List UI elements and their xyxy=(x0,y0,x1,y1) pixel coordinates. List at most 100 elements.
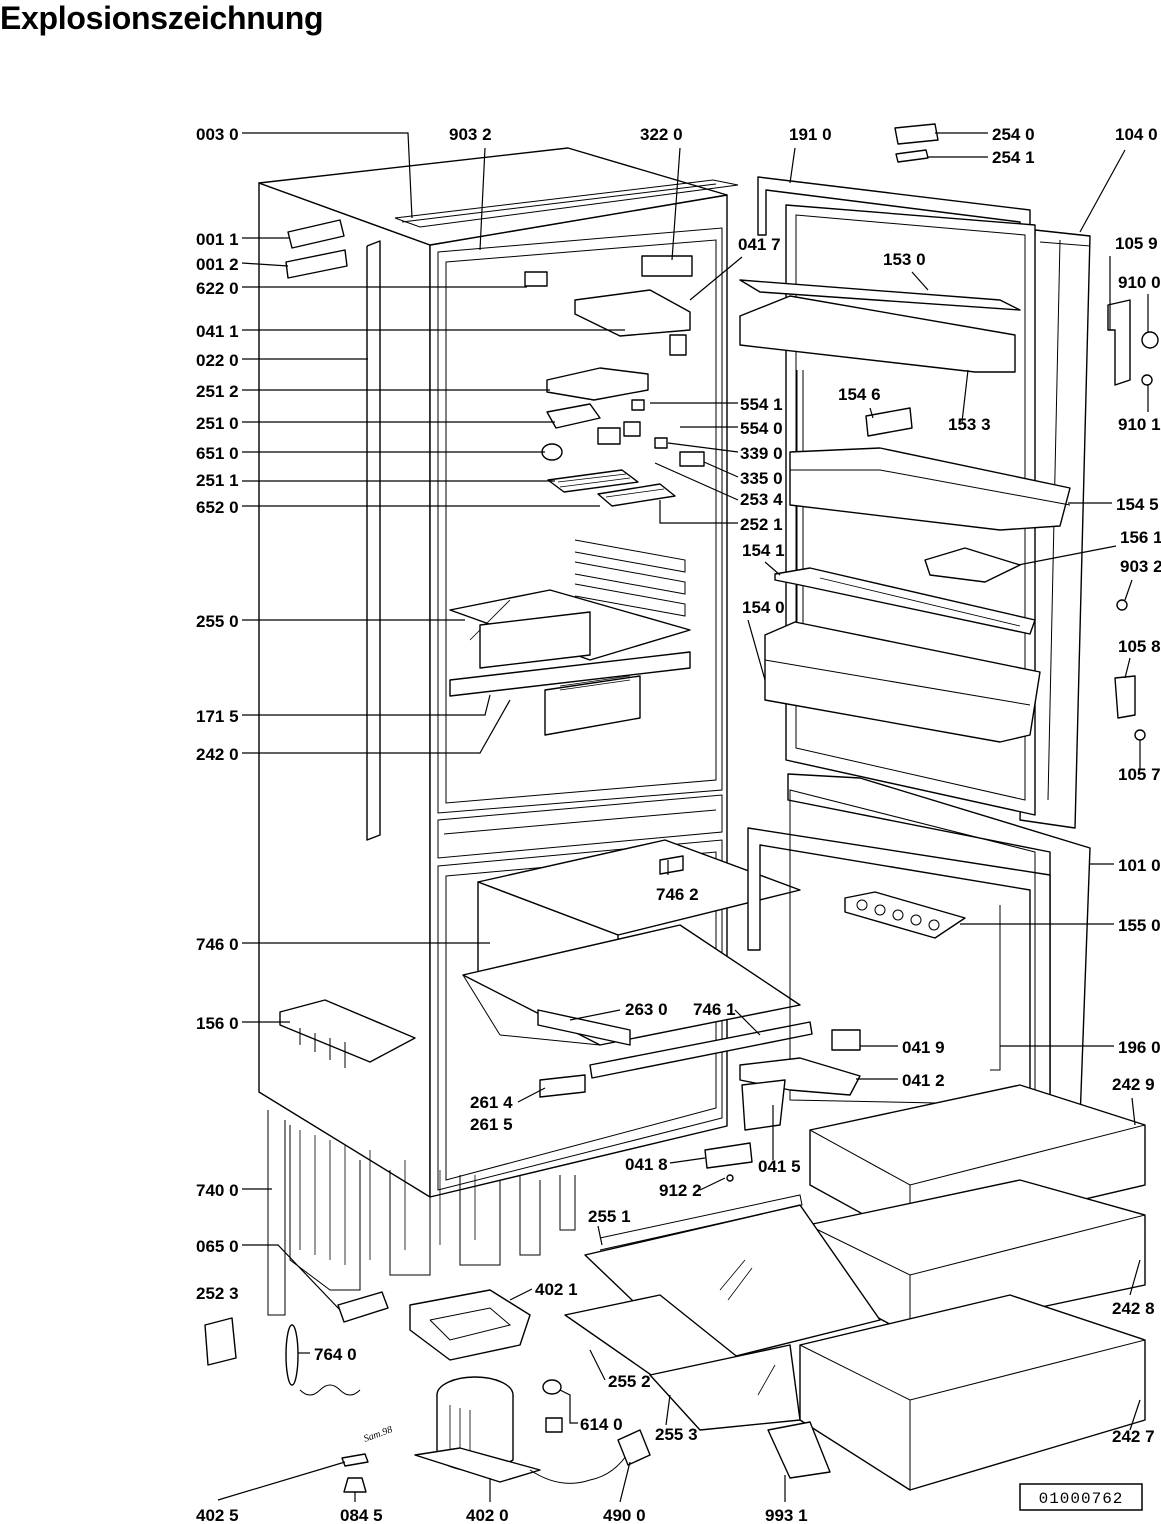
machine-components xyxy=(204,999,651,1493)
part-label-0419: 041 9 xyxy=(902,1038,945,1057)
part-label-1059: 105 9 xyxy=(1115,234,1158,253)
part-label-2429: 242 9 xyxy=(1112,1075,1155,1094)
part-label-4900: 490 0 xyxy=(603,1506,646,1524)
leader-line-1546 xyxy=(869,407,874,419)
leader-line-0417 xyxy=(689,256,743,301)
part-label-2615: 261 5 xyxy=(470,1115,513,1134)
part-label-2427: 242 7 xyxy=(1112,1427,1155,1446)
part-label-2541: 254 1 xyxy=(992,148,1035,167)
leader-line-1910 xyxy=(789,147,796,184)
part-label-1715: 171 5 xyxy=(196,707,239,726)
leader-line-2552 xyxy=(589,1349,606,1381)
part-label-2521: 252 1 xyxy=(740,515,783,534)
leader-line-7461 xyxy=(734,1009,761,1036)
leader-line-9032b xyxy=(1124,579,1133,601)
part-label-9032a: 903 2 xyxy=(449,125,492,144)
part-label-4021: 402 1 xyxy=(535,1280,578,1299)
leader-line-4021 xyxy=(509,1288,533,1301)
part-label-2614: 261 4 xyxy=(470,1093,513,1112)
part-label-1561: 156 1 xyxy=(1120,528,1161,547)
part-label-2540: 254 0 xyxy=(992,125,1035,144)
leader-line-1540 xyxy=(747,619,766,681)
leader-line-1530 xyxy=(911,271,929,291)
leader-line-3350 xyxy=(703,461,739,478)
part-label-2523: 252 3 xyxy=(196,1284,239,1303)
leader-line-1541 xyxy=(764,561,781,576)
part-label-2534: 253 4 xyxy=(740,490,783,509)
part-label-7640: 764 0 xyxy=(314,1345,357,1364)
part-label-9122: 912 2 xyxy=(659,1181,702,1200)
part-label-0650: 065 0 xyxy=(196,1237,239,1256)
leader-line-0418 xyxy=(669,1157,706,1164)
leader-line-6140 xyxy=(559,1389,578,1424)
part-label-0030: 003 0 xyxy=(196,125,239,144)
part-label-0417: 041 7 xyxy=(738,235,781,254)
part-label-1960: 196 0 xyxy=(1118,1038,1161,1057)
drawing-signature: Sam.98 xyxy=(362,1424,394,1445)
leader-line-1561 xyxy=(1017,545,1117,566)
leader-line-2630 xyxy=(569,1009,621,1021)
part-label-1058: 105 8 xyxy=(1118,637,1161,656)
part-label-0415: 041 5 xyxy=(758,1157,801,1176)
leader-line-2553 xyxy=(665,1394,671,1426)
top-components xyxy=(285,219,705,507)
part-label-9100: 910 0 xyxy=(1118,273,1161,292)
part-label-7460: 746 0 xyxy=(196,935,239,954)
part-label-1533: 153 3 xyxy=(948,415,991,434)
part-label-1546: 154 6 xyxy=(838,385,881,404)
leader-line-9032a xyxy=(479,147,486,251)
part-label-9931: 993 1 xyxy=(765,1506,808,1524)
leader-lines xyxy=(217,132,1149,1503)
part-label-7400: 740 0 xyxy=(196,1181,239,1200)
part-label-1545: 154 5 xyxy=(1116,495,1159,514)
part-label-1541: 154 1 xyxy=(742,541,785,560)
leader-line-2429 xyxy=(1131,1097,1136,1126)
part-label-6510: 651 0 xyxy=(196,444,239,463)
part-label-2550: 255 0 xyxy=(196,612,239,631)
part-label-0418: 041 8 xyxy=(625,1155,668,1174)
part-label-9101: 910 1 xyxy=(1118,415,1161,434)
leader-line-2521 xyxy=(659,500,738,524)
part-label-1530: 153 0 xyxy=(883,250,926,269)
document-number: 01000762 xyxy=(1039,1490,1124,1508)
part-label-0220: 022 0 xyxy=(196,351,239,370)
leader-line-4025 xyxy=(217,1461,346,1501)
part-label-3390: 339 0 xyxy=(740,444,783,463)
part-label-2553: 255 3 xyxy=(655,1425,698,1444)
part-label-0011: 001 1 xyxy=(196,230,239,249)
part-label-1540: 154 0 xyxy=(742,598,785,617)
part-label-2428: 242 8 xyxy=(1112,1299,1155,1318)
part-label-4025: 402 5 xyxy=(196,1506,239,1524)
leader-line-1533 xyxy=(961,369,969,423)
part-label-3220: 322 0 xyxy=(640,125,683,144)
part-label-7462: 746 2 xyxy=(656,885,699,904)
upper-door xyxy=(739,123,1159,829)
part-label-1057: 105 7 xyxy=(1118,765,1161,784)
leader-line-9122 xyxy=(699,1177,726,1191)
side-strip xyxy=(366,240,381,841)
part-label-5541: 554 1 xyxy=(740,395,783,414)
part-label-0012: 001 2 xyxy=(196,255,239,274)
part-label-1010: 101 0 xyxy=(1118,856,1161,875)
part-label-9032b: 903 2 xyxy=(1120,557,1161,576)
part-label-4020: 402 0 xyxy=(466,1506,509,1524)
leader-line-1040 xyxy=(1079,149,1126,233)
part-label-1550: 155 0 xyxy=(1118,916,1161,935)
part-label-2420: 242 0 xyxy=(196,745,239,764)
leader-line-0030 xyxy=(242,132,413,219)
leader-line-2534 xyxy=(654,462,739,501)
part-label-0411: 041 1 xyxy=(196,322,239,341)
part-label-6140: 614 0 xyxy=(580,1415,623,1434)
leader-line-2428 xyxy=(1129,1259,1141,1296)
leader-line-2551 xyxy=(597,1225,603,1246)
leader-line-3390 xyxy=(667,442,739,453)
part-label-5540: 554 0 xyxy=(740,419,783,438)
lower-door xyxy=(704,773,1091,1182)
part-label-1040: 104 0 xyxy=(1115,125,1158,144)
leader-line-1715 xyxy=(242,694,491,716)
leader-line-3220 xyxy=(671,147,681,261)
part-label-2512: 251 2 xyxy=(196,382,239,401)
part-label-6220: 622 0 xyxy=(196,279,239,298)
page-heading: Explosionszeichnung xyxy=(0,0,324,36)
